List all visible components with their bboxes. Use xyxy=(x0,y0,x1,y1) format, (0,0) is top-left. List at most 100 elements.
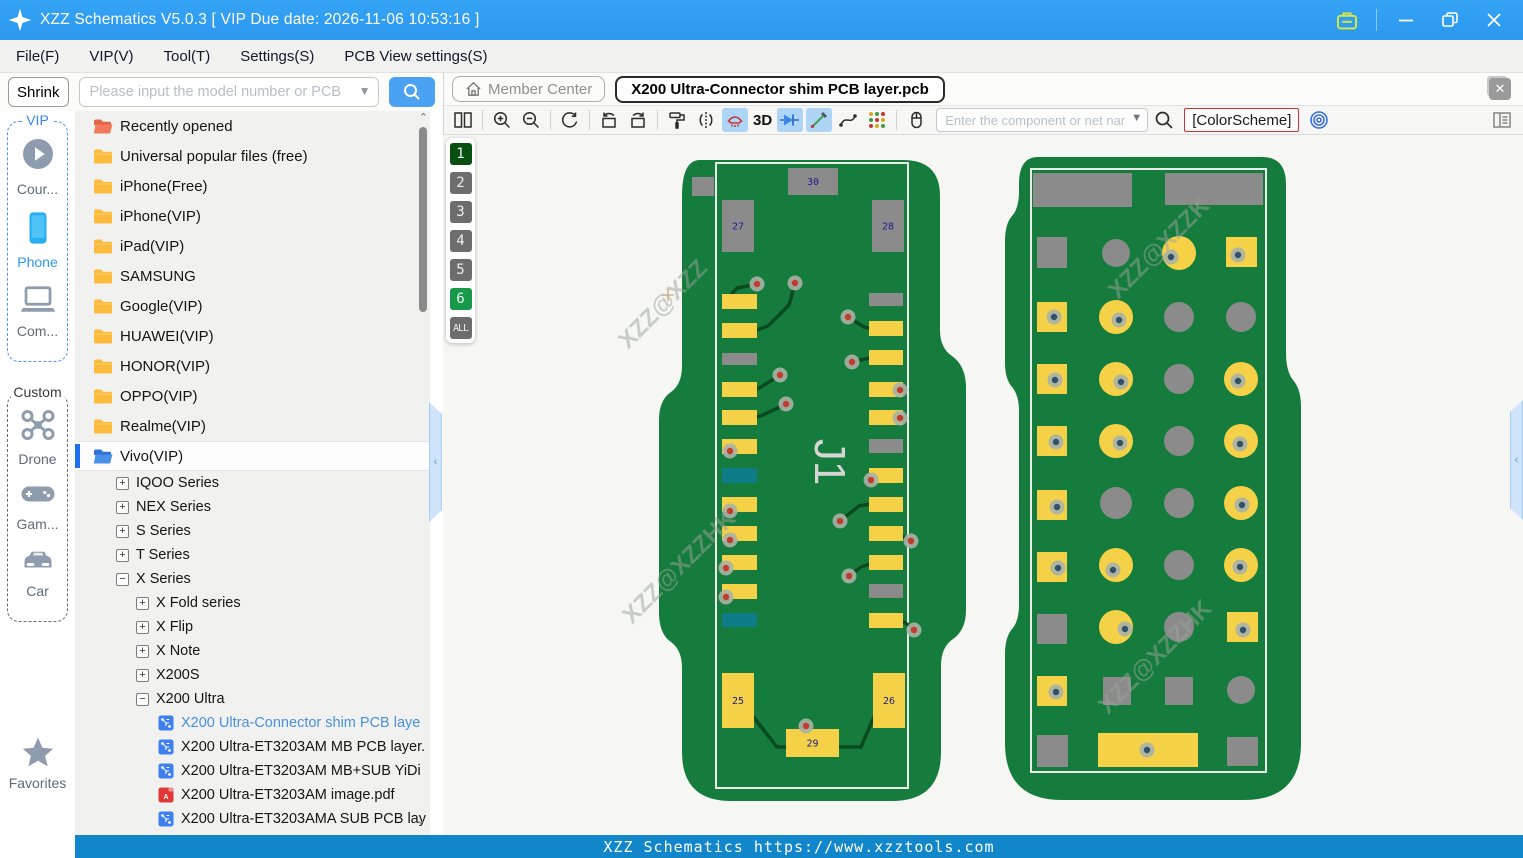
tree-folder[interactable]: Realme(VIP) xyxy=(75,411,430,441)
minimize-button[interactable] xyxy=(1391,7,1421,33)
expand-icon[interactable]: + xyxy=(136,596,149,610)
tree-node[interactable]: −X200 Ultra xyxy=(75,687,430,711)
view-3d-button[interactable]: 3D xyxy=(753,111,773,129)
tree-scrollbar-thumb[interactable] xyxy=(419,127,427,312)
layer-button-3[interactable]: 3 xyxy=(449,201,472,223)
layer-button-5[interactable]: 5 xyxy=(449,259,472,281)
dots-grid-icon[interactable] xyxy=(864,108,890,132)
license-briefcase-icon[interactable] xyxy=(1332,7,1362,33)
member-center-button[interactable]: Member Center xyxy=(452,76,606,102)
tree-folder[interactable]: HUAWEI(VIP) xyxy=(75,321,430,351)
crosshair-cursor xyxy=(662,289,674,301)
tree-node[interactable]: +X200S xyxy=(75,663,430,687)
fit-refresh-icon[interactable] xyxy=(557,108,583,132)
menu-item-file-f-[interactable]: File(F) xyxy=(16,47,60,65)
via-hole xyxy=(776,371,784,379)
collapse-icon[interactable]: − xyxy=(116,572,129,586)
tree-folder[interactable]: iPhone(Free) xyxy=(75,171,430,201)
measure-pen-icon[interactable] xyxy=(806,108,833,132)
chevron-down-icon[interactable]: ▼ xyxy=(1131,112,1143,124)
tree-scroll-down-icon[interactable]: ⌄ xyxy=(415,813,426,827)
restore-button[interactable] xyxy=(1435,7,1465,33)
tab-row: Member Center X200 Ultra-Connector shim … xyxy=(444,73,1523,105)
tree-node[interactable]: −X Series xyxy=(75,567,430,591)
tree-node[interactable]: +T Series xyxy=(75,543,430,567)
panel-layout-icon[interactable] xyxy=(1491,109,1513,136)
sidebar-item-gam[interactable]: Gam... xyxy=(8,481,67,532)
tree-file[interactable]: X200 Ultra-ET3203AM MB+SUB YiDi xyxy=(75,759,430,783)
chevron-down-icon[interactable]: ▼ xyxy=(358,84,371,98)
tree-folder[interactable]: iPad(VIP) xyxy=(75,231,430,261)
tree-node[interactable]: +IQOO Series xyxy=(75,471,430,495)
diode-mode-icon[interactable] xyxy=(777,108,804,132)
mouse-settings-icon[interactable] xyxy=(903,108,929,132)
tree-folder[interactable]: Recently opened xyxy=(75,111,430,141)
sidebar-item-drone[interactable]: Drone xyxy=(8,408,67,467)
paint-roller-icon[interactable] xyxy=(664,108,690,132)
tree-node[interactable]: +X Fold series xyxy=(75,591,430,615)
layer-button-6[interactable]: 6 xyxy=(449,288,472,310)
pcb-trace xyxy=(755,282,797,332)
layer-button-2[interactable]: 2 xyxy=(449,172,472,194)
tree-node[interactable]: +S Series xyxy=(75,519,430,543)
collapse-icon[interactable]: − xyxy=(136,692,149,706)
zoom-out-icon[interactable] xyxy=(518,108,544,132)
silkscreen-lamp-icon[interactable] xyxy=(722,108,748,132)
expand-icon[interactable]: + xyxy=(136,644,149,658)
tree-file[interactable]: X200 Ultra-ET3203AM MB PCB layer. xyxy=(75,735,430,759)
expand-icon[interactable]: + xyxy=(116,548,129,562)
expand-icon[interactable]: + xyxy=(116,524,129,538)
menu-item-vip-v-[interactable]: VIP(V) xyxy=(89,47,134,65)
close-button[interactable] xyxy=(1479,7,1509,33)
layer-button-4[interactable]: 4 xyxy=(449,230,472,252)
rotate-right-icon[interactable] xyxy=(625,108,651,132)
sidebar-item-cour[interactable]: Cour... xyxy=(8,136,67,197)
close-file-icon[interactable]: ✕ xyxy=(1489,78,1511,100)
sidebar-item-car[interactable]: Car xyxy=(8,546,67,599)
tree-folder[interactable]: Universal popular files (free) xyxy=(75,141,430,171)
zoom-in-icon[interactable] xyxy=(489,108,515,132)
tree-folder[interactable]: Google(VIP) xyxy=(75,291,430,321)
expand-icon[interactable]: + xyxy=(136,668,149,682)
tree-folder[interactable]: SAMSUNG xyxy=(75,261,430,291)
tree-file[interactable]: X200 Ultra-ET3203AMA SUB PCB lay xyxy=(75,807,430,831)
expand-right-panel-handle[interactable]: ‹ xyxy=(1510,400,1523,520)
tree-scroll-up-icon[interactable]: ⌃ xyxy=(418,112,428,124)
net-search-input[interactable] xyxy=(936,108,1149,132)
sidebar-item-com[interactable]: Com... xyxy=(8,284,67,339)
layer-button-1[interactable]: 1 xyxy=(449,143,472,165)
expand-icon[interactable]: + xyxy=(116,500,129,514)
layers-eye-icon[interactable] xyxy=(1306,108,1332,132)
rotate-left-icon[interactable] xyxy=(596,108,622,132)
tree-folder[interactable]: HONOR(VIP) xyxy=(75,351,430,381)
expand-icon[interactable]: + xyxy=(116,476,129,490)
expand-icon[interactable]: + xyxy=(136,620,149,634)
model-search-button[interactable] xyxy=(388,77,435,107)
model-search-input[interactable] xyxy=(78,77,379,107)
laptop-icon xyxy=(20,284,56,319)
tab-active-file[interactable]: X200 Ultra-Connector shim PCB layer.pcb xyxy=(615,75,945,103)
menu-item-settings-s-[interactable]: Settings(S) xyxy=(240,47,315,65)
tree-node[interactable]: +X Note xyxy=(75,639,430,663)
tree-folder[interactable]: iPhone(VIP) xyxy=(75,201,430,231)
tree-folder[interactable]: OPPO(VIP) xyxy=(75,381,430,411)
flip-horizontal-icon[interactable] xyxy=(693,108,719,132)
collapse-tree-handle[interactable]: ‹ xyxy=(429,402,442,522)
measure-curve-icon[interactable] xyxy=(835,108,861,132)
pcb-pad xyxy=(1103,677,1131,705)
net-search-icon[interactable] xyxy=(1151,108,1177,132)
tree-node[interactable]: +X Flip xyxy=(75,615,430,639)
tree-folder[interactable]: Vivo(VIP) xyxy=(75,441,430,471)
layer-button-all[interactable]: ALL xyxy=(449,317,472,339)
tree-node[interactable]: +NEX Series xyxy=(75,495,430,519)
colorscheme-button[interactable]: [ColorScheme] xyxy=(1184,108,1300,132)
menu-item-tool-t-[interactable]: Tool(T) xyxy=(163,47,211,65)
tree-file[interactable]: X200 Ultra-Connector shim PCB laye xyxy=(75,711,430,735)
menu-item-pcb-view-settings-s-[interactable]: PCB View settings(S) xyxy=(344,47,488,65)
sidebar-item-favorites[interactable]: Favorites xyxy=(0,736,75,791)
shrink-button[interactable]: Shrink xyxy=(8,77,69,107)
sidebar-item-phone[interactable]: Phone xyxy=(8,211,67,270)
split-view-icon[interactable] xyxy=(450,108,476,132)
